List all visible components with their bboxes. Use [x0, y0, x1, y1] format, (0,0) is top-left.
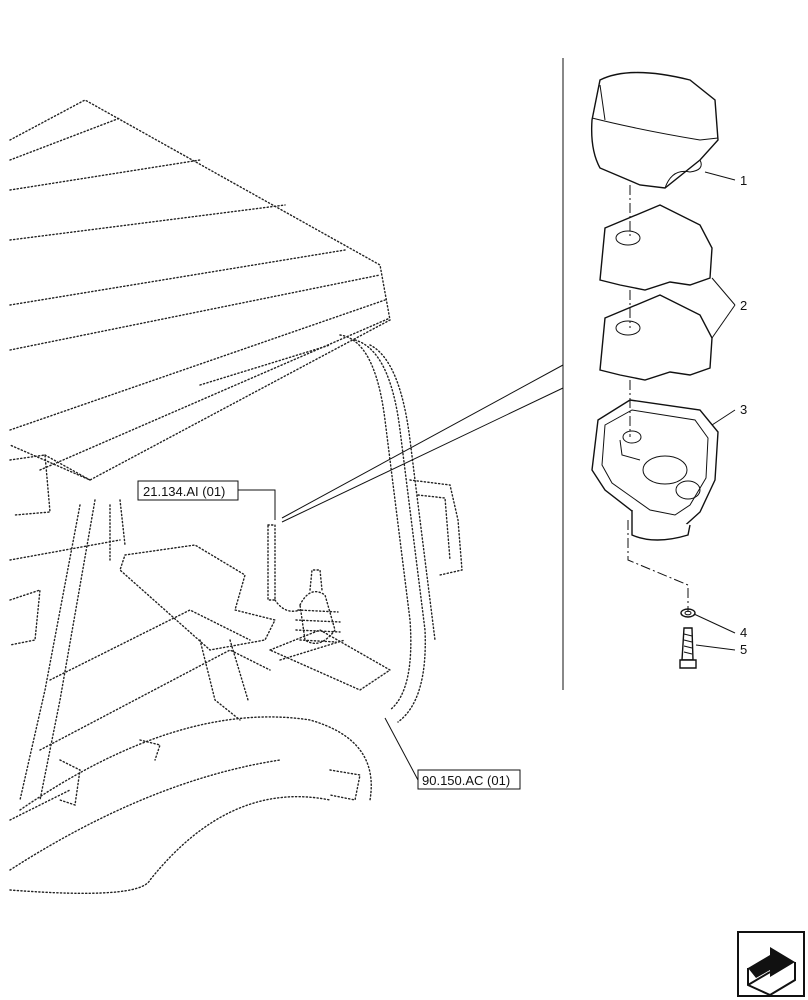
part-1-armrest-cushion: [590, 71, 719, 189]
cab-frame: [19, 334, 463, 801]
part-2-plate-lower: [599, 294, 713, 381]
reference-box-90150[interactable]: 90.150.AC (01): [417, 769, 521, 790]
next-page-arrow-icon[interactable]: [737, 931, 805, 997]
part-3-armrest-base: [591, 399, 719, 541]
reference-label-90150: 90.150.AC (01): [422, 773, 510, 788]
callout-3: 3: [740, 402, 747, 417]
part-2-plate-upper: [599, 204, 713, 291]
assembly-centerline: [627, 185, 689, 612]
callout-1: 1: [740, 173, 747, 188]
reference-label-21134: 21.134.AI (01): [143, 484, 225, 499]
reference-box-21134[interactable]: 21.134.AI (01): [137, 480, 239, 501]
cab-floor: [9, 539, 392, 895]
callout-4: 4: [740, 625, 747, 640]
part-5-screw: [679, 627, 697, 669]
reference-leaders: [238, 58, 564, 781]
callout-5: 5: [740, 642, 747, 657]
joystick: [267, 524, 341, 644]
callout-2: 2: [740, 298, 747, 313]
callout-leaders: [693, 171, 736, 651]
cab-roof: [9, 99, 391, 516]
